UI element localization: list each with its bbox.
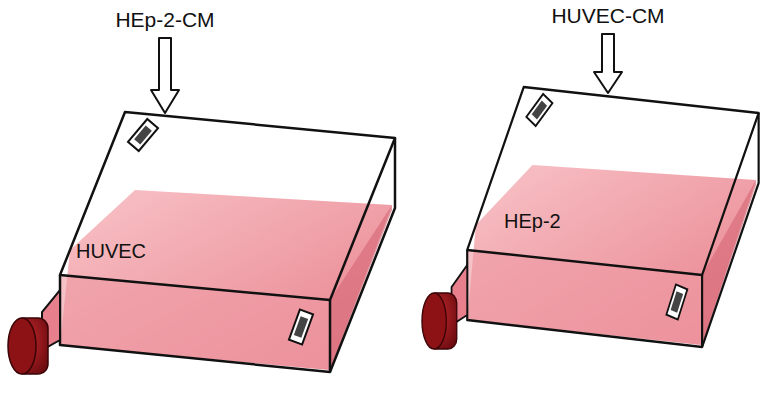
cell-line-name: HUVEC: [76, 240, 146, 263]
medium-label: HEp-2-CM: [115, 8, 214, 32]
hollow-arrow: [151, 38, 179, 113]
cell-line-name: HEp-2: [504, 210, 561, 233]
culture-flask: [8, 112, 395, 374]
culture-flask: [422, 87, 759, 349]
medium-label: HUVEC-CM: [551, 4, 664, 28]
flask-node: HEp-2: [500, 208, 565, 235]
flask-node: HUVEC: [72, 238, 150, 265]
hollow-arrow: [594, 34, 622, 93]
